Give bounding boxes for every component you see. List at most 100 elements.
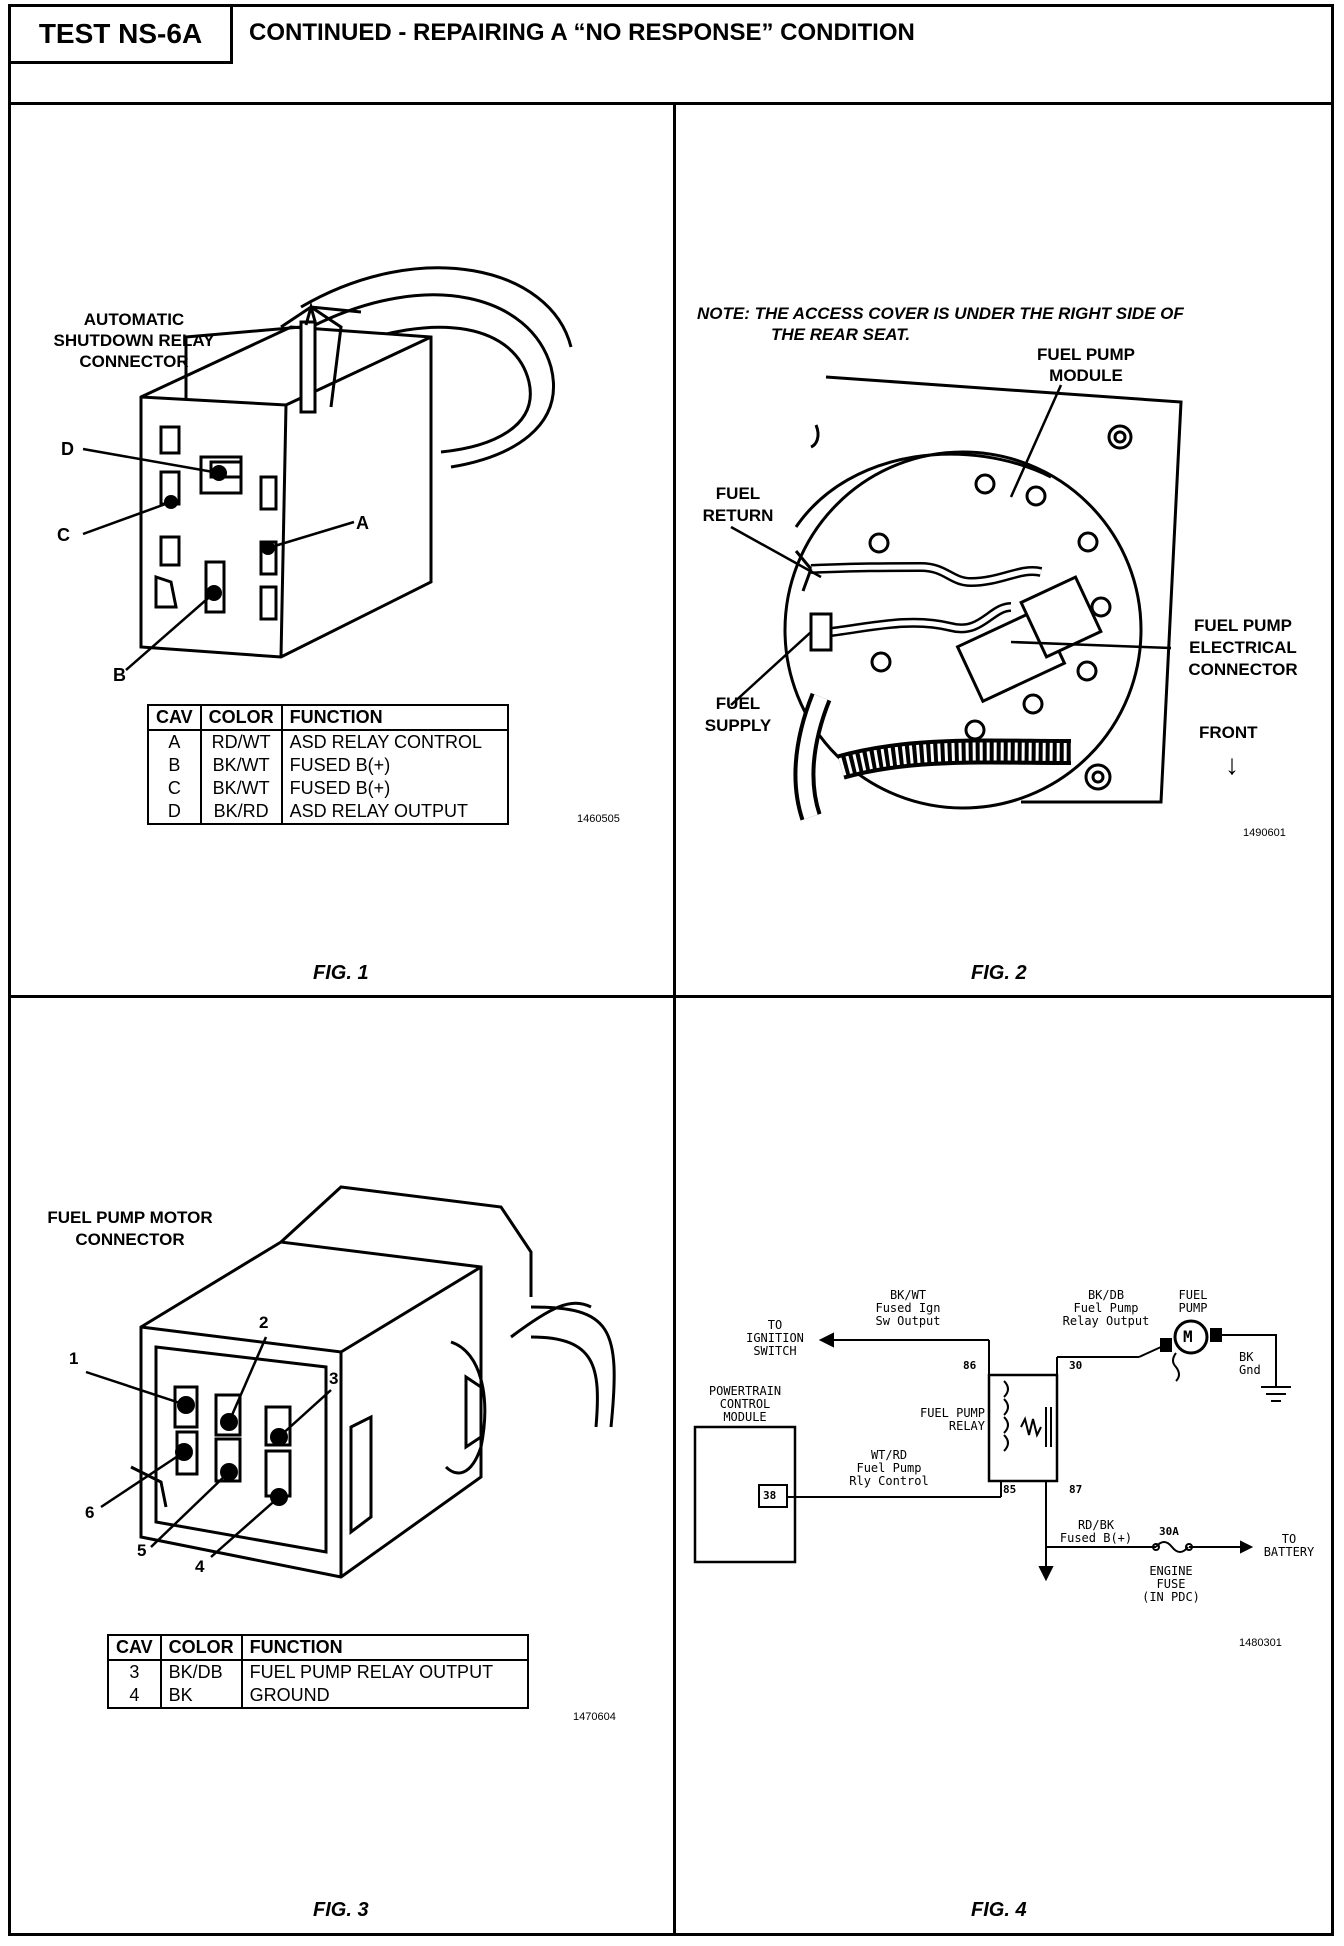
relay-pin-85: 85 (1003, 1483, 1017, 1496)
motor-connector-title: FUEL PUMP MOTOR CONNECTOR (25, 1207, 235, 1251)
cavity-label-d: D (61, 439, 74, 459)
motor-title-line-2: CONNECTOR (75, 1230, 185, 1249)
pcm-label: POWERTRAIN CONTROL MODULE (695, 1385, 795, 1424)
fig2-note: NOTE: THE ACCESS COVER IS UNDER THE RIGH… (697, 303, 1184, 345)
col-color: COLOR (159, 1634, 243, 1661)
cell-color: BK/WT (199, 777, 283, 800)
pin-label-6: 6 (85, 1503, 95, 1522)
gnd-line-2: Gnd (1239, 1363, 1261, 1377)
col-cav: CAV (147, 704, 202, 731)
page-title: CONTINUED - REPAIRING A “NO RESPONSE” CO… (249, 19, 915, 46)
elec-line-3: CONNECTOR (1188, 660, 1298, 679)
ign-wire-line-2: Fused Ign (875, 1301, 941, 1315)
cavity-label-a: A (356, 513, 369, 533)
pin-label-3: 3 (329, 1369, 339, 1388)
to-ign-line-3: SWITCH (753, 1344, 797, 1358)
module-line-2: MODULE (1049, 366, 1123, 385)
relay-pin-30: 30 (1069, 1359, 1083, 1372)
cell-cav: 4 (107, 1684, 162, 1709)
gnd-line-1: BK (1239, 1350, 1254, 1364)
cell-color: BK/WT (199, 754, 283, 777)
module-line-1: FUEL PUMP (1037, 345, 1135, 364)
fig1-ref-number: 1460505 (577, 813, 620, 825)
relay-pin-86: 86 (963, 1359, 977, 1372)
fig2-ref-number: 1490601 (1243, 827, 1286, 839)
col-function: FUNCTION (240, 1634, 529, 1661)
cell-cav: A (147, 730, 202, 754)
ign-wire-line-3: Sw Output (875, 1314, 941, 1328)
relay-out-line-3: Relay Output (1062, 1314, 1150, 1328)
ctrl-line-1: WT/RD (870, 1448, 908, 1462)
asd-title-line-3: CONNECTOR (79, 352, 189, 371)
batt-line-2: BATTERY (1263, 1545, 1315, 1559)
to-battery-label: TO BATTERY (1259, 1533, 1319, 1559)
fuel-pump-label: FUEL PUMP (1171, 1289, 1215, 1315)
pcm-line-2: CONTROL (719, 1397, 771, 1411)
cell-color: BK/RD (199, 800, 283, 825)
relay-label: FUEL PUMP RELAY (891, 1407, 985, 1433)
grid-divider-vertical (673, 102, 676, 1936)
asd-title-line-2: SHUTDOWN RELAY (53, 331, 215, 350)
asd-leader-lines (82, 447, 355, 671)
return-line-2: RETURN (702, 506, 774, 525)
fuel-supply-label: FUEL SUPPLY (693, 693, 783, 737)
fuse-line-1: ENGINE (1149, 1564, 1193, 1578)
cell-function: FUEL PUMP RELAY OUTPUT (240, 1660, 529, 1684)
service-manual-page: TEST NS-6A CONTINUED - REPAIRING A “NO R… (8, 4, 1334, 1936)
cell-function: ASD RELAY CONTROL (280, 730, 509, 754)
relay-out-line-2: Fuel Pump (1073, 1301, 1139, 1315)
fig2-caption: FIG. 2 (971, 962, 1027, 984)
pcm-line-1: POWERTRAIN (708, 1384, 782, 1398)
relay-line-2: RELAY (948, 1419, 985, 1433)
motor-leader-lines (85, 1336, 332, 1558)
cell-cav: 3 (107, 1660, 162, 1684)
fig1-caption: FIG. 1 (313, 962, 369, 984)
col-color: COLOR (199, 704, 283, 731)
fig4-ref-number: 1480301 (1239, 1637, 1282, 1649)
cell-function: ASD RELAY OUTPUT (280, 800, 509, 825)
to-ignition-switch-label: TO IGNITION SWITCH (735, 1319, 815, 1358)
fused-b-label: RD/BK Fused B(+) (1051, 1519, 1141, 1545)
cell-cav: B (147, 754, 202, 777)
figure-drawings (82, 266, 1291, 1582)
cell-color: RD/WT (199, 730, 283, 754)
pin-label-2: 2 (259, 1313, 269, 1332)
elec-line-1: FUEL PUMP (1194, 616, 1292, 635)
relay-pin-87: 87 (1069, 1483, 1083, 1496)
fuel-pump-schematic (693, 1319, 1291, 1582)
pump-line-1: FUEL (1178, 1288, 1208, 1302)
fuel-pump-module-label: FUEL PUMP MODULE (1011, 344, 1161, 386)
fuse-amperage: 30A (1159, 1525, 1179, 1538)
col-function: FUNCTION (280, 704, 509, 731)
cell-function: FUSED B(+) (280, 754, 509, 777)
cell-function: FUSED B(+) (280, 777, 509, 800)
cell-color: BK (159, 1684, 243, 1709)
relay-output-label: BK/DB Fuel Pump Relay Output (1051, 1289, 1161, 1328)
fuse-line-2: FUSE (1156, 1577, 1186, 1591)
ctrl-line-3: Rly Control (849, 1474, 929, 1488)
elec-line-2: ELECTRICAL (1189, 638, 1297, 657)
control-wire-label: WT/RD Fuel Pump Rly Control (829, 1449, 949, 1488)
ign-wire-line-1: BK/WT (889, 1288, 927, 1302)
to-ign-line-1: TO (767, 1318, 783, 1332)
cell-color: BK/DB (159, 1660, 243, 1684)
cell-cav: C (147, 777, 202, 800)
col-cav: CAV (107, 1634, 162, 1661)
grid-divider-horizontal (11, 995, 1331, 998)
note-line-1: NOTE: THE ACCESS COVER IS UNDER THE RIGH… (697, 304, 1184, 323)
asd-relay-connector-drawing (139, 266, 573, 659)
relay-out-line-1: BK/DB (1087, 1288, 1125, 1302)
return-line-1: FUEL (715, 484, 761, 503)
supply-line-1: FUEL (715, 694, 761, 713)
batt-line-1: TO (1281, 1532, 1297, 1546)
fused-line-1: RD/BK (1077, 1518, 1115, 1532)
pcm-pin-38: 38 (763, 1489, 777, 1502)
fuel-return-label: FUEL RETURN (693, 483, 783, 527)
pin-label-4: 4 (195, 1557, 205, 1576)
